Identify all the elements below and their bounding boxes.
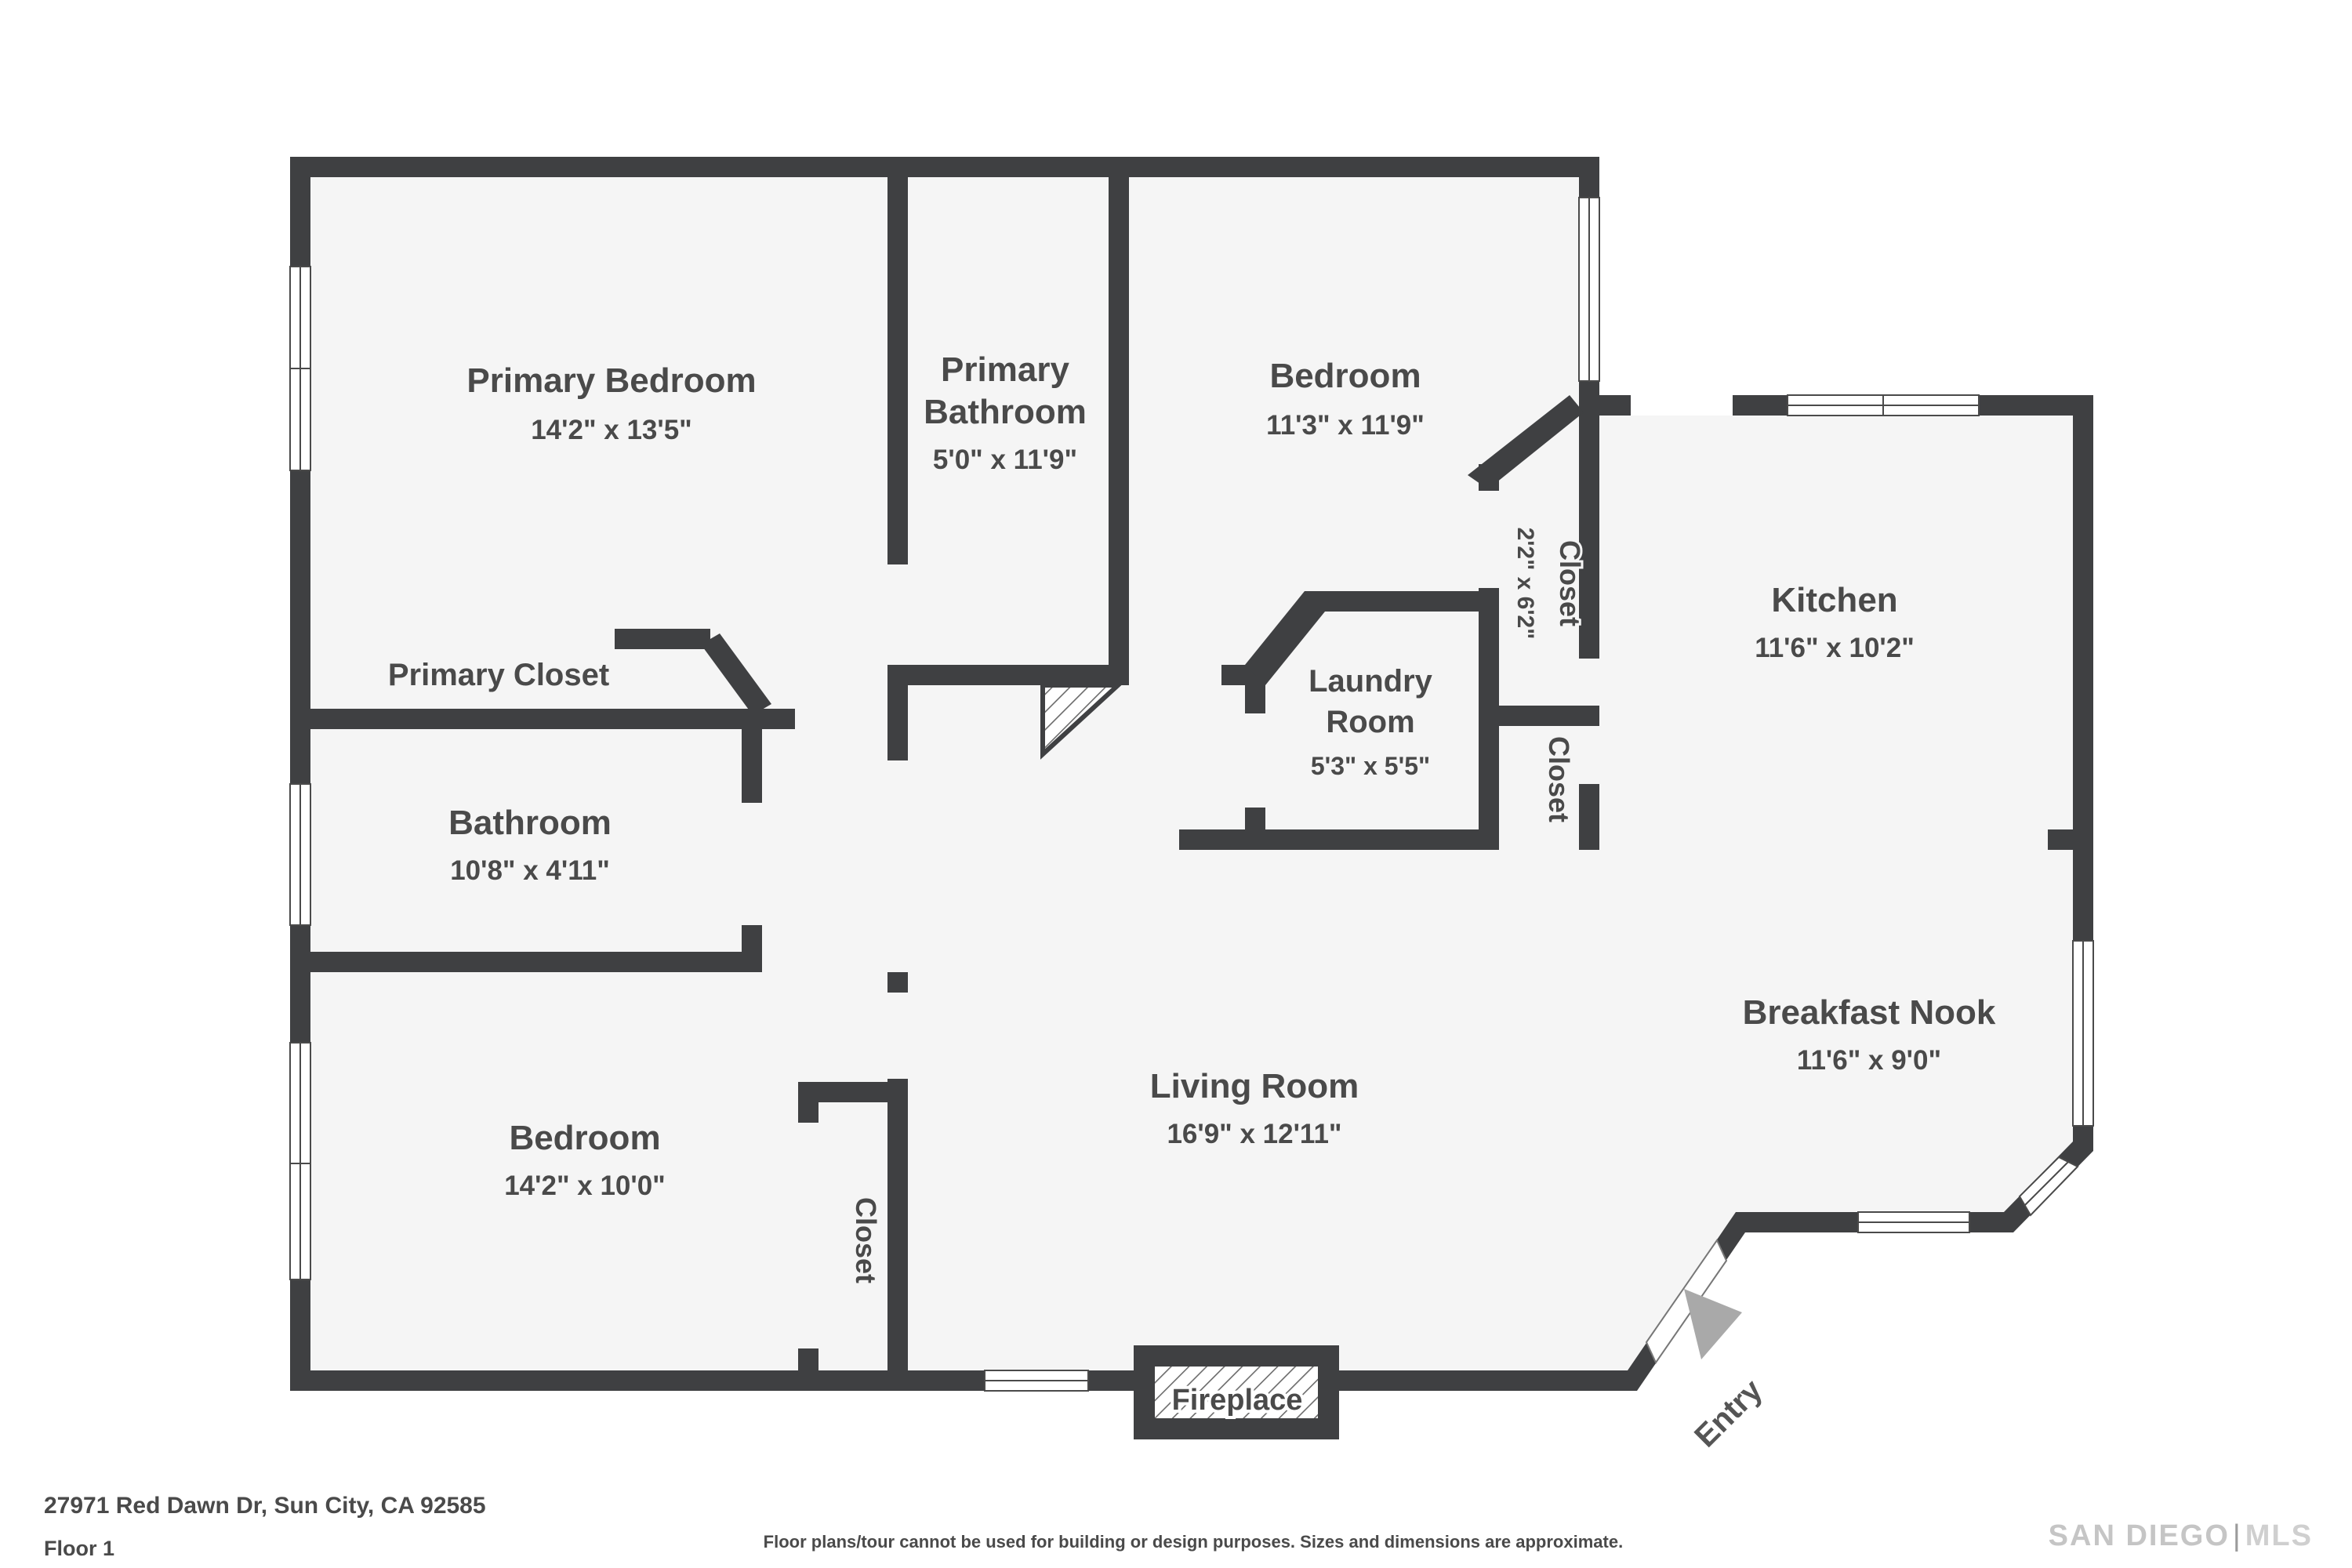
svg-text:10'8" x 4'11": 10'8" x 4'11" <box>450 855 610 886</box>
entry-marker: Entry <box>1684 1289 1769 1454</box>
svg-text:Breakfast Nook: Breakfast Nook <box>1743 993 1996 1032</box>
room-label-bathroom: Bathroom 10'8" x 4'11" <box>446 801 614 888</box>
room-label-hall-closet-lower: Closet <box>1541 734 1577 825</box>
mls-logo-separator: | <box>2232 1519 2242 1552</box>
svg-text:Bathroom: Bathroom <box>924 393 1087 431</box>
entry-door <box>1645 1238 1728 1365</box>
entry-label: Entry <box>1688 1373 1769 1454</box>
room-label-kitchen: Kitchen 11'6" x 10'2" <box>1752 579 1917 666</box>
svg-text:Primary: Primary <box>941 350 1069 389</box>
entry-arrow-icon <box>1684 1289 1742 1359</box>
footer-floor-label: Floor 1 <box>44 1537 115 1560</box>
svg-text:Primary Bedroom: Primary Bedroom <box>466 361 756 400</box>
svg-text:Living Room: Living Room <box>1150 1067 1359 1105</box>
svg-text:14'2" x 13'5": 14'2" x 13'5" <box>531 415 692 445</box>
svg-text:Room: Room <box>1326 705 1414 739</box>
svg-text:Closet: Closet <box>1543 736 1575 822</box>
mls-logo-brand: SAN DIEGO <box>2048 1519 2230 1552</box>
svg-text:Kitchen: Kitchen <box>1771 581 1897 619</box>
window-bathroom <box>289 783 311 926</box>
svg-text:Bedroom: Bedroom <box>1269 357 1421 395</box>
room-labels: Primary Bedroom 14'2" x 13'5" Primary Ba… <box>386 348 1998 1286</box>
room-label-primary-bedroom: Primary Bedroom 14'2" x 13'5" <box>464 359 758 448</box>
svg-text:11'3" x 11'9": 11'3" x 11'9" <box>1266 410 1425 441</box>
room-label-hall-closet-upper: Closet 2'2" x 6'2" <box>1510 525 1588 642</box>
svg-text:16'9" x 12'11": 16'9" x 12'11" <box>1167 1119 1341 1149</box>
svg-text:Primary Closet: Primary Closet <box>388 658 609 692</box>
room-label-bedroom-top-right: Bedroom 11'3" x 11'9" <box>1264 354 1427 443</box>
room-label-primary-closet: Primary Closet <box>386 655 612 695</box>
footer-address: 27971 Red Dawn Dr, Sun City, CA 92585 <box>44 1493 486 1519</box>
fireplace-label: Fireplace <box>1172 1384 1303 1417</box>
room-label-living-room: Living Room 16'9" x 12'11" <box>1148 1065 1361 1152</box>
svg-text:Laundry: Laundry <box>1308 664 1433 699</box>
window-nook-right <box>2072 940 2094 1127</box>
svg-text:Closet: Closet <box>1554 540 1586 626</box>
room-label-laundry: Laundry Room 5'3" x 5'5" <box>1306 662 1436 782</box>
svg-text:Closet: Closet <box>850 1197 882 1283</box>
outer-walls <box>290 157 2093 1391</box>
hall-hatched-corner <box>1040 683 1124 760</box>
windows <box>289 197 2094 1392</box>
window-nook-diagonal <box>2018 1156 2079 1217</box>
svg-text:2'2" x 6'2": 2'2" x 6'2" <box>1512 528 1538 640</box>
window-bottom-bedroom <box>289 1042 311 1280</box>
interior-walls <box>290 177 2093 1370</box>
svg-text:Bathroom: Bathroom <box>448 804 612 842</box>
window-primary-bedroom <box>289 266 311 471</box>
room-label-bedroom-bottom-left: Bedroom 14'2" x 10'0" <box>502 1116 668 1203</box>
window-living-room <box>984 1370 1089 1392</box>
door-openings <box>1631 395 1733 416</box>
room-label-breakfast-nook: Breakfast Nook 11'6" x 9'0" <box>1740 991 1998 1078</box>
fireplace: Fireplace <box>1134 1345 1339 1439</box>
window-nook-bottom <box>1857 1211 1970 1233</box>
room-label-primary-bathroom: Primary Bathroom 5'0" x 11'9" <box>921 348 1089 477</box>
room-label-bedroom-closet: Closet <box>848 1195 884 1286</box>
svg-text:5'3" x 5'5": 5'3" x 5'5" <box>1311 752 1430 780</box>
svg-text:11'6" x 10'2": 11'6" x 10'2" <box>1755 633 1915 663</box>
svg-text:Bedroom: Bedroom <box>509 1119 660 1157</box>
window-kitchen-top <box>1787 394 1980 416</box>
mls-logo: SAN DIEGO|MLS <box>2049 1519 2313 1553</box>
svg-text:14'2" x 10'0": 14'2" x 10'0" <box>504 1171 666 1201</box>
footer-disclaimer: Floor plans/tour cannot be used for buil… <box>763 1532 1624 1552</box>
window-top-bedroom <box>1578 197 1600 382</box>
svg-text:5'0" x 11'9": 5'0" x 11'9" <box>933 445 1077 475</box>
svg-text:11'6" x 9'0": 11'6" x 9'0" <box>1797 1045 1941 1076</box>
mls-logo-brand2: MLS <box>2245 1519 2313 1552</box>
